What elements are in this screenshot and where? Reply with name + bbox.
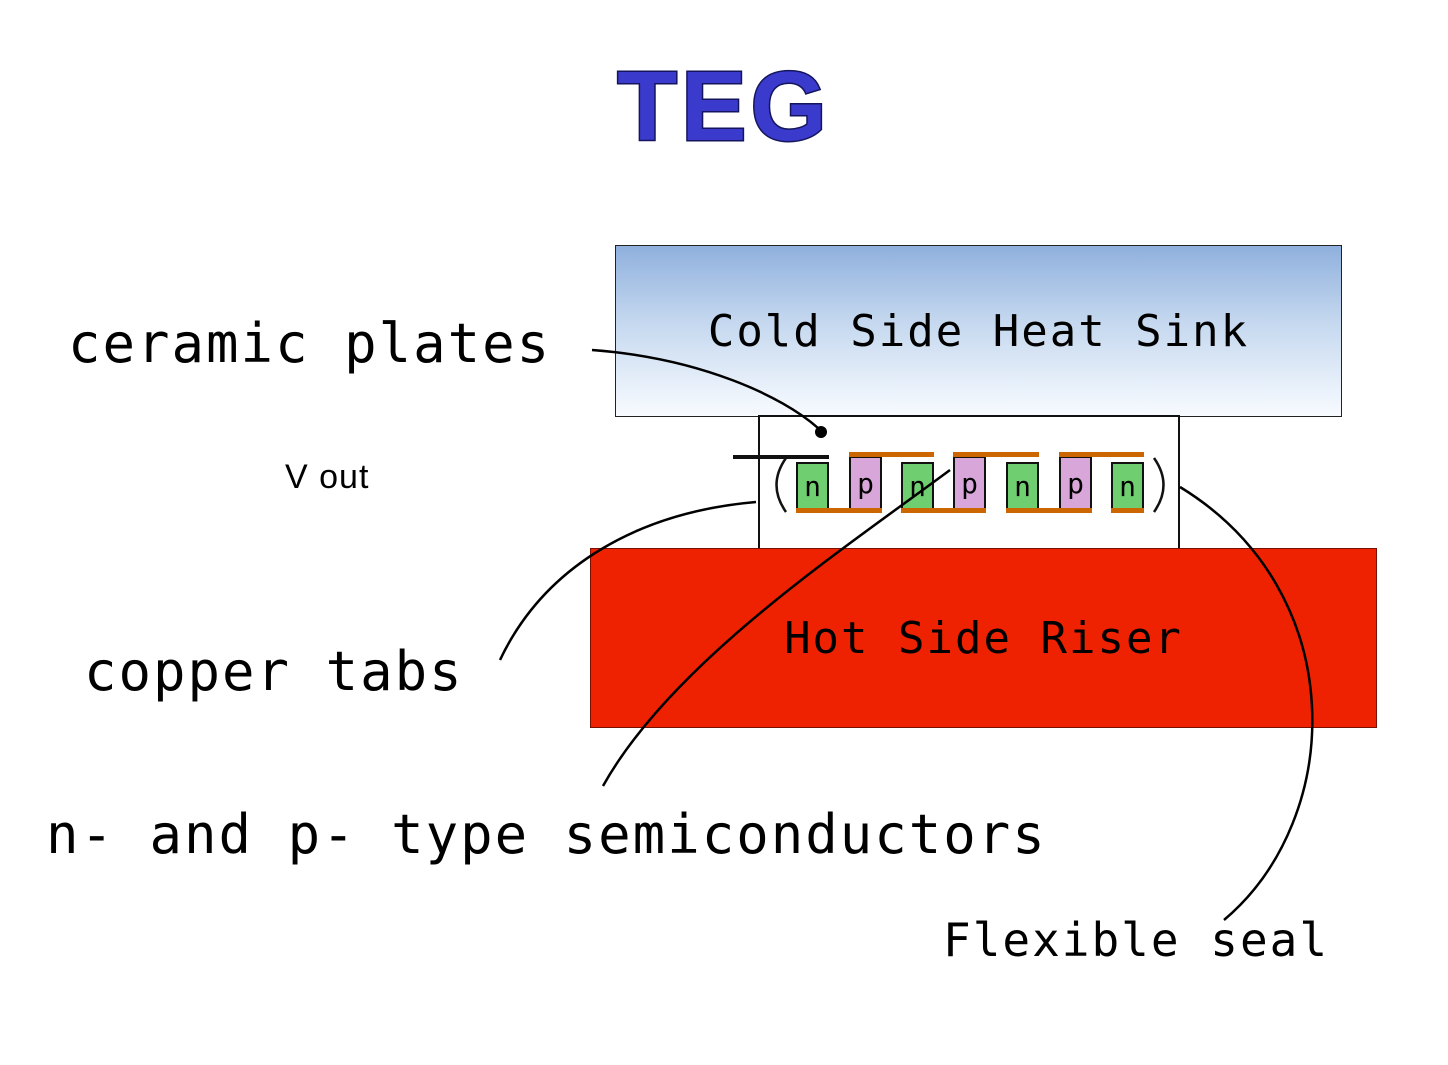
semiconductor-block-p: p <box>1059 456 1092 510</box>
block-label: n <box>909 469 926 503</box>
block-label: p <box>1067 466 1084 500</box>
semiconductor-block-n: n <box>1006 462 1039 510</box>
semiconductors-label: n- and p- type semiconductors <box>46 803 1047 866</box>
semiconductor-block-p: p <box>953 456 986 510</box>
hot-side-riser: Hot Side Riser <box>590 548 1377 728</box>
hot-side-label: Hot Side Riser <box>784 612 1183 664</box>
cold-side-label: Cold Side Heat Sink <box>707 305 1250 357</box>
semiconductor-block-n: n <box>1111 462 1144 510</box>
block-label: n <box>1119 469 1136 503</box>
block-label: p <box>857 466 874 500</box>
block-label: n <box>1014 469 1031 503</box>
semiconductor-block-n: n <box>901 462 934 510</box>
v-out-label: V out <box>285 458 370 496</box>
block-label: p <box>961 466 978 500</box>
copper-tabs-label: copper tabs <box>84 640 464 703</box>
block-label: n <box>804 469 821 503</box>
cold-side-heat-sink: Cold Side Heat Sink <box>615 245 1342 417</box>
flexible-seal-label: Flexible seal <box>943 913 1330 967</box>
page-title: TEG <box>616 50 831 163</box>
semiconductor-block-n: n <box>796 462 829 510</box>
semiconductor-block-p: p <box>849 456 882 510</box>
ceramic-plates-label: ceramic plates <box>68 312 552 375</box>
